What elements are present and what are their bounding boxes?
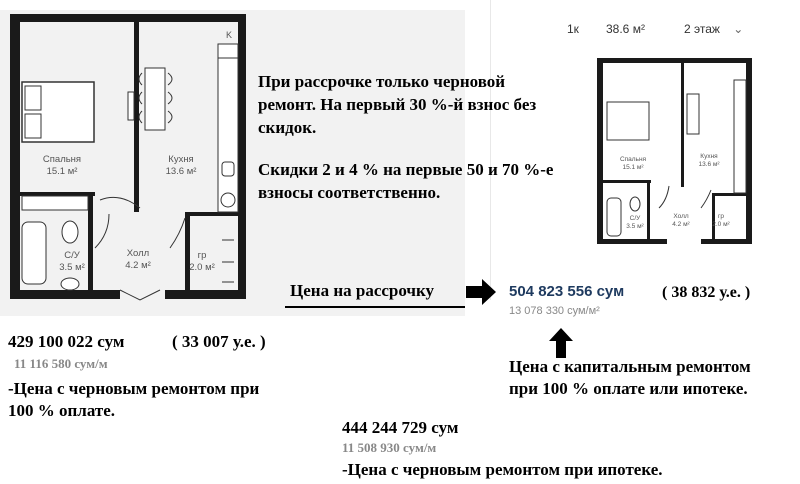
rough-full-desc-line1: -Цена с черновым ремонтом при [8,379,260,398]
chevron-down-icon: ⌄ [733,22,744,36]
installment-price-per-m2: 13 078 330 сум/м² [509,305,600,317]
walls [10,14,246,299]
installment-label: Цена на рассрочку [290,281,435,300]
rough-full-price-usd: ( 33 007 у.е. ) [172,332,266,351]
rough-mortgage-price-per-m2: 11 508 930 сум/м [342,440,437,455]
small-hall-name: Холл [673,213,689,220]
small-bedroom-name: Спальня [620,156,647,163]
floor-value: 2 этаж [684,22,720,36]
kitchen-name: Кухня [168,154,193,165]
bedroom-name: Спальня [43,154,81,165]
arrow-right-icon [466,279,496,305]
rooms-count: 1к [567,22,579,36]
small-bedroom-area: 15.1 м² [622,164,644,171]
installment-note: При рассрочке только черновой ремонт. На… [258,70,558,204]
hall-name: Холл [127,248,149,259]
installment-underline [285,306,465,308]
wardrobe-name: гр [198,250,207,261]
wardrobe-area: 2.0 м² [189,262,215,273]
small-hall-area: 4.2 м² [672,221,690,228]
rough-mortgage-price: 444 244 729 сум [342,418,459,437]
bathroom-area: 3.5 м² [59,262,85,273]
small-kitchen-name: Кухня [700,153,718,160]
capital-note-line2: при 100 % оплате или ипотеке. [509,379,748,398]
installment-price: 504 823 556 сум [509,283,625,300]
installment-price-usd: ( 38 832 у.е. ) [662,284,751,301]
floor-plan-small: Спальня 15.1 м² Кухня 13.6 м² С/У 3.5 м²… [597,58,752,244]
bedroom-area: 15.1 м² [47,166,78,177]
small-wardrobe-name: гр [718,213,724,220]
arrow-up-icon [549,328,573,358]
kitchen-area: 13.6 м² [166,166,197,177]
small-wardrobe-area: 2.0 м² [712,221,730,228]
small-bathroom-name: С/У [630,215,642,222]
panel-divider [490,0,491,300]
small-bathroom-area: 3.5 м² [626,223,644,230]
rough-full-price-per-m2: 11 116 580 сум/м [14,356,108,371]
capital-renovation-note: Цена с капитальным ремонтом при 100 % оп… [509,356,751,400]
floor-plan-large: K Спальня 15.1 м² Кухня 13.6 м² С/У 3.5 … [10,14,246,301]
floor-select[interactable]: 2 этаж ⌄ [684,22,743,36]
bathroom-name: С/У [64,250,81,261]
rough-full-description: -Цена с черновым ремонтом при 100 % опла… [8,378,308,422]
hall-area: 4.2 м² [125,260,151,271]
total-area: 38.6 м² [606,22,645,36]
capital-note-line1: Цена с капитальным ремонтом [509,357,751,376]
small-kitchen-area: 13.6 м² [698,161,720,168]
rough-mortgage-description: -Цена с черновым ремонтом при ипотеке. [342,460,663,479]
corner-mark: K [226,30,232,40]
rough-full-desc-line2: 100 % оплате. [8,401,116,420]
note-line1: При рассрочке только черновой ремонт. На… [258,72,537,137]
rough-full-price: 429 100 022 сум [8,332,125,351]
note-line2: Скидки 2 и 4 % на первые 50 и 70 %-е взн… [258,160,554,202]
